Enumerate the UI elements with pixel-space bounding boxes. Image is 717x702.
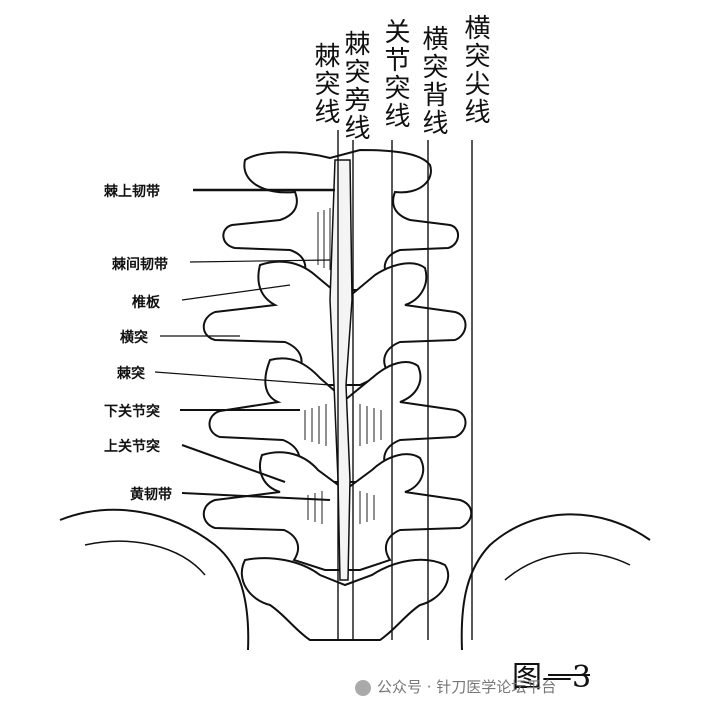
label-superior-articular-process: 上关节突	[104, 439, 160, 455]
label-facet-line: 关节突线	[380, 18, 410, 130]
leader-flavum	[181, 492, 331, 501]
left-iliac-inner	[84, 540, 206, 576]
leader-superior-articular	[181, 444, 286, 483]
label-transverse-back-line: 横突背线	[418, 25, 448, 137]
right-iliac-inner	[504, 552, 631, 581]
label-interspinous-ligament: 棘间韧带	[112, 257, 168, 273]
label-lamina: 椎板	[132, 295, 160, 311]
leader-spinous	[154, 371, 331, 386]
label-transverse-process: 横突	[120, 330, 148, 346]
spinous-column	[329, 159, 353, 581]
wechat-icon	[355, 679, 371, 696]
watermark: 公众号 · 针刀医学论坛平台	[355, 676, 556, 697]
left-iliac-outline	[59, 508, 250, 651]
sacrum	[240, 557, 450, 641]
label-spinous-process: 棘突	[117, 366, 145, 382]
label-paraspinous-line: 棘突旁线	[340, 30, 370, 142]
label-supraspinous-ligament: 棘上韧带	[104, 184, 160, 200]
label-transverse-tip-line: 横突尖线	[460, 14, 490, 126]
leader-lamina	[181, 284, 291, 301]
figure-label: 图—3	[512, 660, 592, 695]
label-ligamentum-flavum: 黄韧带	[130, 487, 172, 503]
watermark-text: 公众号 · 针刀医学论坛平台	[377, 678, 557, 696]
right-iliac-outline	[460, 513, 651, 651]
label-inferior-articular-process: 下关节突	[104, 404, 160, 420]
leader-interspinous	[189, 259, 331, 263]
label-spinous-line: 棘突线	[310, 42, 340, 126]
